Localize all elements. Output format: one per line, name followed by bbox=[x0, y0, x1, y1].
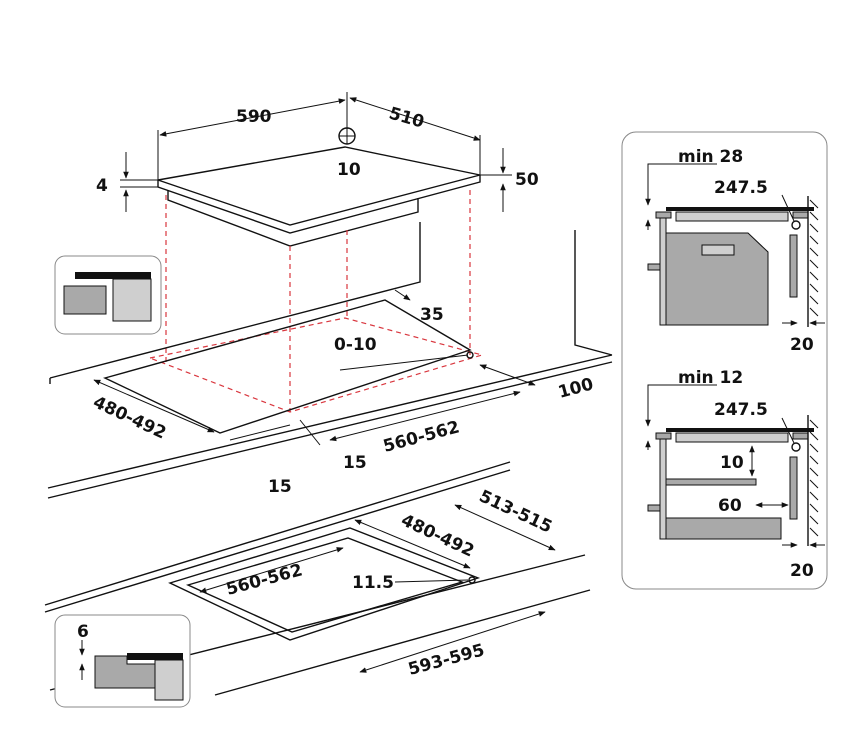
worktop bbox=[47, 222, 613, 499]
side-panel bbox=[621, 131, 828, 590]
label-width: 590 bbox=[236, 107, 272, 127]
label-front-margin-b: 15 bbox=[268, 477, 292, 497]
flush-cutout bbox=[44, 461, 591, 696]
projection-lines bbox=[147, 190, 485, 413]
label-min-gap-bottom: min 12 bbox=[678, 368, 743, 388]
label-flush-outer-width: 593-595 bbox=[406, 640, 487, 680]
label-hob-dim-bottom: 247.5 bbox=[714, 400, 768, 420]
label-hob-dim-top: 247.5 bbox=[714, 178, 768, 198]
label-center: 10 bbox=[337, 160, 361, 180]
inset-standard-mount bbox=[54, 255, 162, 335]
hob-drawing bbox=[120, 92, 512, 247]
label-wall-gap-bottom: 20 bbox=[790, 561, 814, 581]
label-cutout-width: 560-562 bbox=[381, 417, 462, 457]
label-front-margin-a: 15 bbox=[343, 453, 367, 473]
label-wall-distance: 100 bbox=[556, 374, 596, 403]
label-height: 50 bbox=[515, 170, 539, 190]
label-shelf-offset: 60 bbox=[718, 496, 742, 516]
inset-flush-mount bbox=[54, 614, 191, 708]
label-corner-radius: 11.5 bbox=[352, 573, 394, 593]
label-cutout-depth: 480-492 bbox=[90, 392, 169, 443]
label-wall-gap-top: 20 bbox=[790, 335, 814, 355]
label-glass-thickness: 4 bbox=[96, 176, 108, 196]
label-tolerance: 0-10 bbox=[334, 335, 377, 355]
label-shelf-gap: 10 bbox=[720, 453, 744, 473]
label-cutout-offset: 35 bbox=[420, 305, 444, 325]
label-flush-cutout-width: 560-562 bbox=[224, 560, 305, 600]
label-flush-cutout-depth: 480-492 bbox=[398, 510, 477, 561]
label-depth: 510 bbox=[387, 104, 427, 133]
label-flush-outer-depth: 513-515 bbox=[476, 486, 555, 537]
label-min-gap-top: min 28 bbox=[678, 147, 743, 167]
label-recess-depth: 6 bbox=[77, 622, 89, 642]
